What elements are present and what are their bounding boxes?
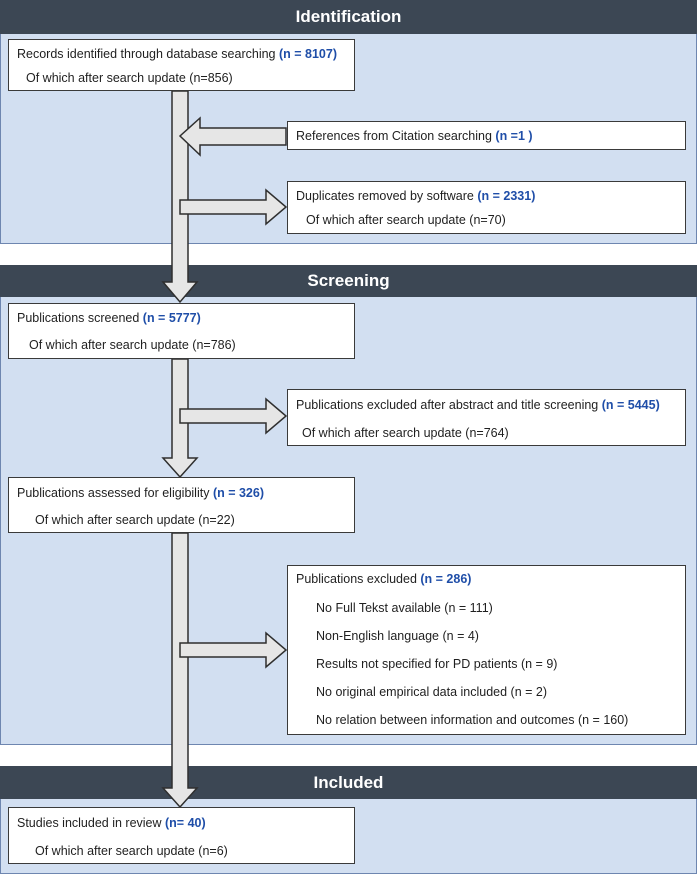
duplicates-removed-sub: Of which after search update (n=70) xyxy=(306,213,506,227)
studies-included-count: (n= 40) xyxy=(165,816,206,830)
included-header: Included xyxy=(0,766,697,799)
duplicates-removed-label: Duplicates removed by software xyxy=(296,189,478,203)
excluded-abstract-count: (n = 5445) xyxy=(601,398,660,412)
exclusion-reason-item: No relation between information and outc… xyxy=(316,713,629,727)
duplicates-removed-count: (n = 2331) xyxy=(477,189,536,203)
identification-header: Identification xyxy=(0,0,697,34)
screening-header: Screening xyxy=(0,265,697,297)
records-identified-sub: Of which after search update (n=856) xyxy=(26,71,233,85)
eligibility-box: Publications assessed for eligibility (n… xyxy=(8,477,355,533)
eligibility-sub: Of which after search update (n=22) xyxy=(35,513,235,527)
studies-included-label: Studies included in review xyxy=(17,816,165,830)
publications-screened-label: Publications screened xyxy=(17,311,143,325)
publications-excluded-label: Publications excluded xyxy=(296,572,421,586)
excluded-abstract-box: Publications excluded after abstract and… xyxy=(287,389,686,446)
eligibility-count: (n = 326) xyxy=(212,486,264,500)
exclusion-reason-item: No original empirical data included (n =… xyxy=(316,685,548,699)
excluded-abstract-label: Publications excluded after abstract and… xyxy=(296,398,602,412)
exclusion-reason-item: No Full Tekst available (n = 111) xyxy=(316,601,493,615)
citation-searching-box: References from Citation searching (n =1… xyxy=(287,121,686,150)
studies-included-sub: Of which after search update (n=6) xyxy=(35,844,228,858)
duplicates-removed-box: Duplicates removed by software (n = 2331… xyxy=(287,181,686,234)
exclusion-reason-item: Non-English language (n = 4) xyxy=(316,629,479,643)
records-identified-box: Records identified through database sear… xyxy=(8,39,355,91)
citation-searching-count: (n =1 ) xyxy=(495,129,533,143)
citation-searching-label: References from Citation searching xyxy=(296,129,496,143)
records-identified-label: Records identified through database sear… xyxy=(17,47,279,61)
publications-screened-sub: Of which after search update (n=786) xyxy=(29,338,236,352)
publications-excluded-count: (n = 286) xyxy=(420,572,472,586)
exclusion-reason-item: Results not specified for PD patients (n… xyxy=(316,657,558,671)
excluded-abstract-sub: Of which after search update (n=764) xyxy=(302,426,509,440)
eligibility-label: Publications assessed for eligibility xyxy=(17,486,213,500)
publications-screened-count: (n = 5777) xyxy=(142,311,201,325)
publications-screened-box: Publications screened (n = 5777) Of whic… xyxy=(8,303,355,359)
studies-included-box: Studies included in review (n= 40) Of wh… xyxy=(8,807,355,864)
publications-excluded-box: Publications excluded (n = 286) No Full … xyxy=(287,565,686,735)
records-identified-count: (n = 8107) xyxy=(278,47,337,61)
